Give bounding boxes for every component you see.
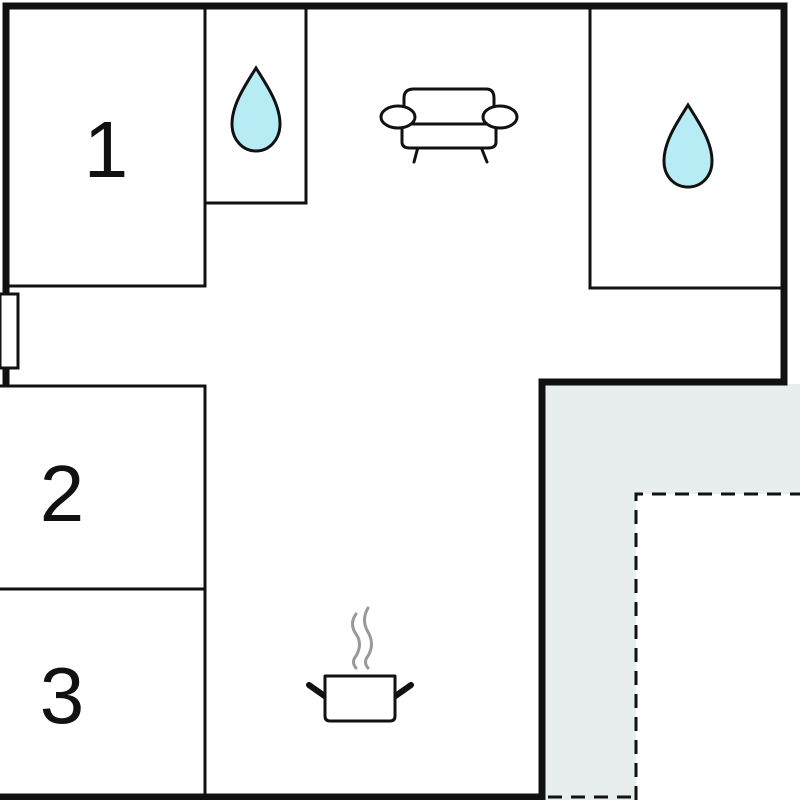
- bathroom-right-walls: [588, 4, 786, 290]
- cooking-pot-icon: [306, 606, 414, 723]
- room-number-2: 2: [40, 449, 85, 538]
- entrance-door: [0, 292, 20, 370]
- room-number-1: 1: [84, 105, 129, 194]
- water-drop-icon: [230, 65, 282, 153]
- bathroom-left-walls: [203, 4, 308, 205]
- terrace-inner: [636, 494, 800, 800]
- terrace-dashed-border: [634, 492, 800, 800]
- room-number-3: 3: [40, 651, 85, 740]
- bedroom-2-walls: [0, 384, 207, 799]
- water-drop-icon: [662, 102, 714, 189]
- sofa-icon: [379, 87, 519, 164]
- bedroom-1-walls: [4, 4, 207, 288]
